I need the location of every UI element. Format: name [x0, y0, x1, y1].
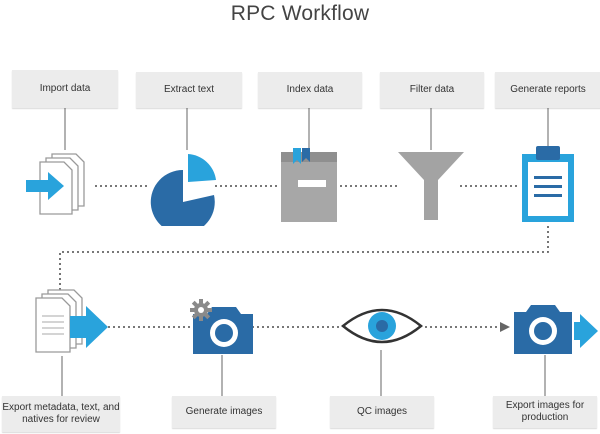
- eye-icon: [341, 308, 423, 344]
- diagram-title: RPC Workflow: [230, 2, 370, 25]
- documents-import-icon: [26, 153, 85, 215]
- flow-line-wrap: [59, 226, 549, 290]
- step-label-import-data: Import data: [12, 70, 118, 108]
- step-label-export-production: Export images for production: [493, 396, 597, 428]
- step-label-generate-reports: Generate reports: [495, 72, 600, 108]
- clipboard-icon: [522, 146, 574, 222]
- camera-export-icon: [514, 305, 598, 354]
- pie-chart-icon: [150, 154, 216, 226]
- funnel-icon: [398, 152, 464, 220]
- flow-arrow-head: [500, 322, 510, 332]
- step-label-index-data: Index data: [258, 72, 362, 108]
- step-label-export-review: Export metadata, text, and natives for r…: [2, 396, 120, 432]
- step-label-qc-images: QC images: [330, 396, 434, 428]
- step-label-filter-data: Filter data: [380, 72, 484, 108]
- binder-icon: [281, 148, 337, 222]
- step-label-generate-images: Generate images: [172, 396, 276, 428]
- documents-export-icon: [35, 289, 108, 353]
- camera-gear-icon: [190, 299, 253, 354]
- step-label-extract-text: Extract text: [136, 72, 242, 108]
